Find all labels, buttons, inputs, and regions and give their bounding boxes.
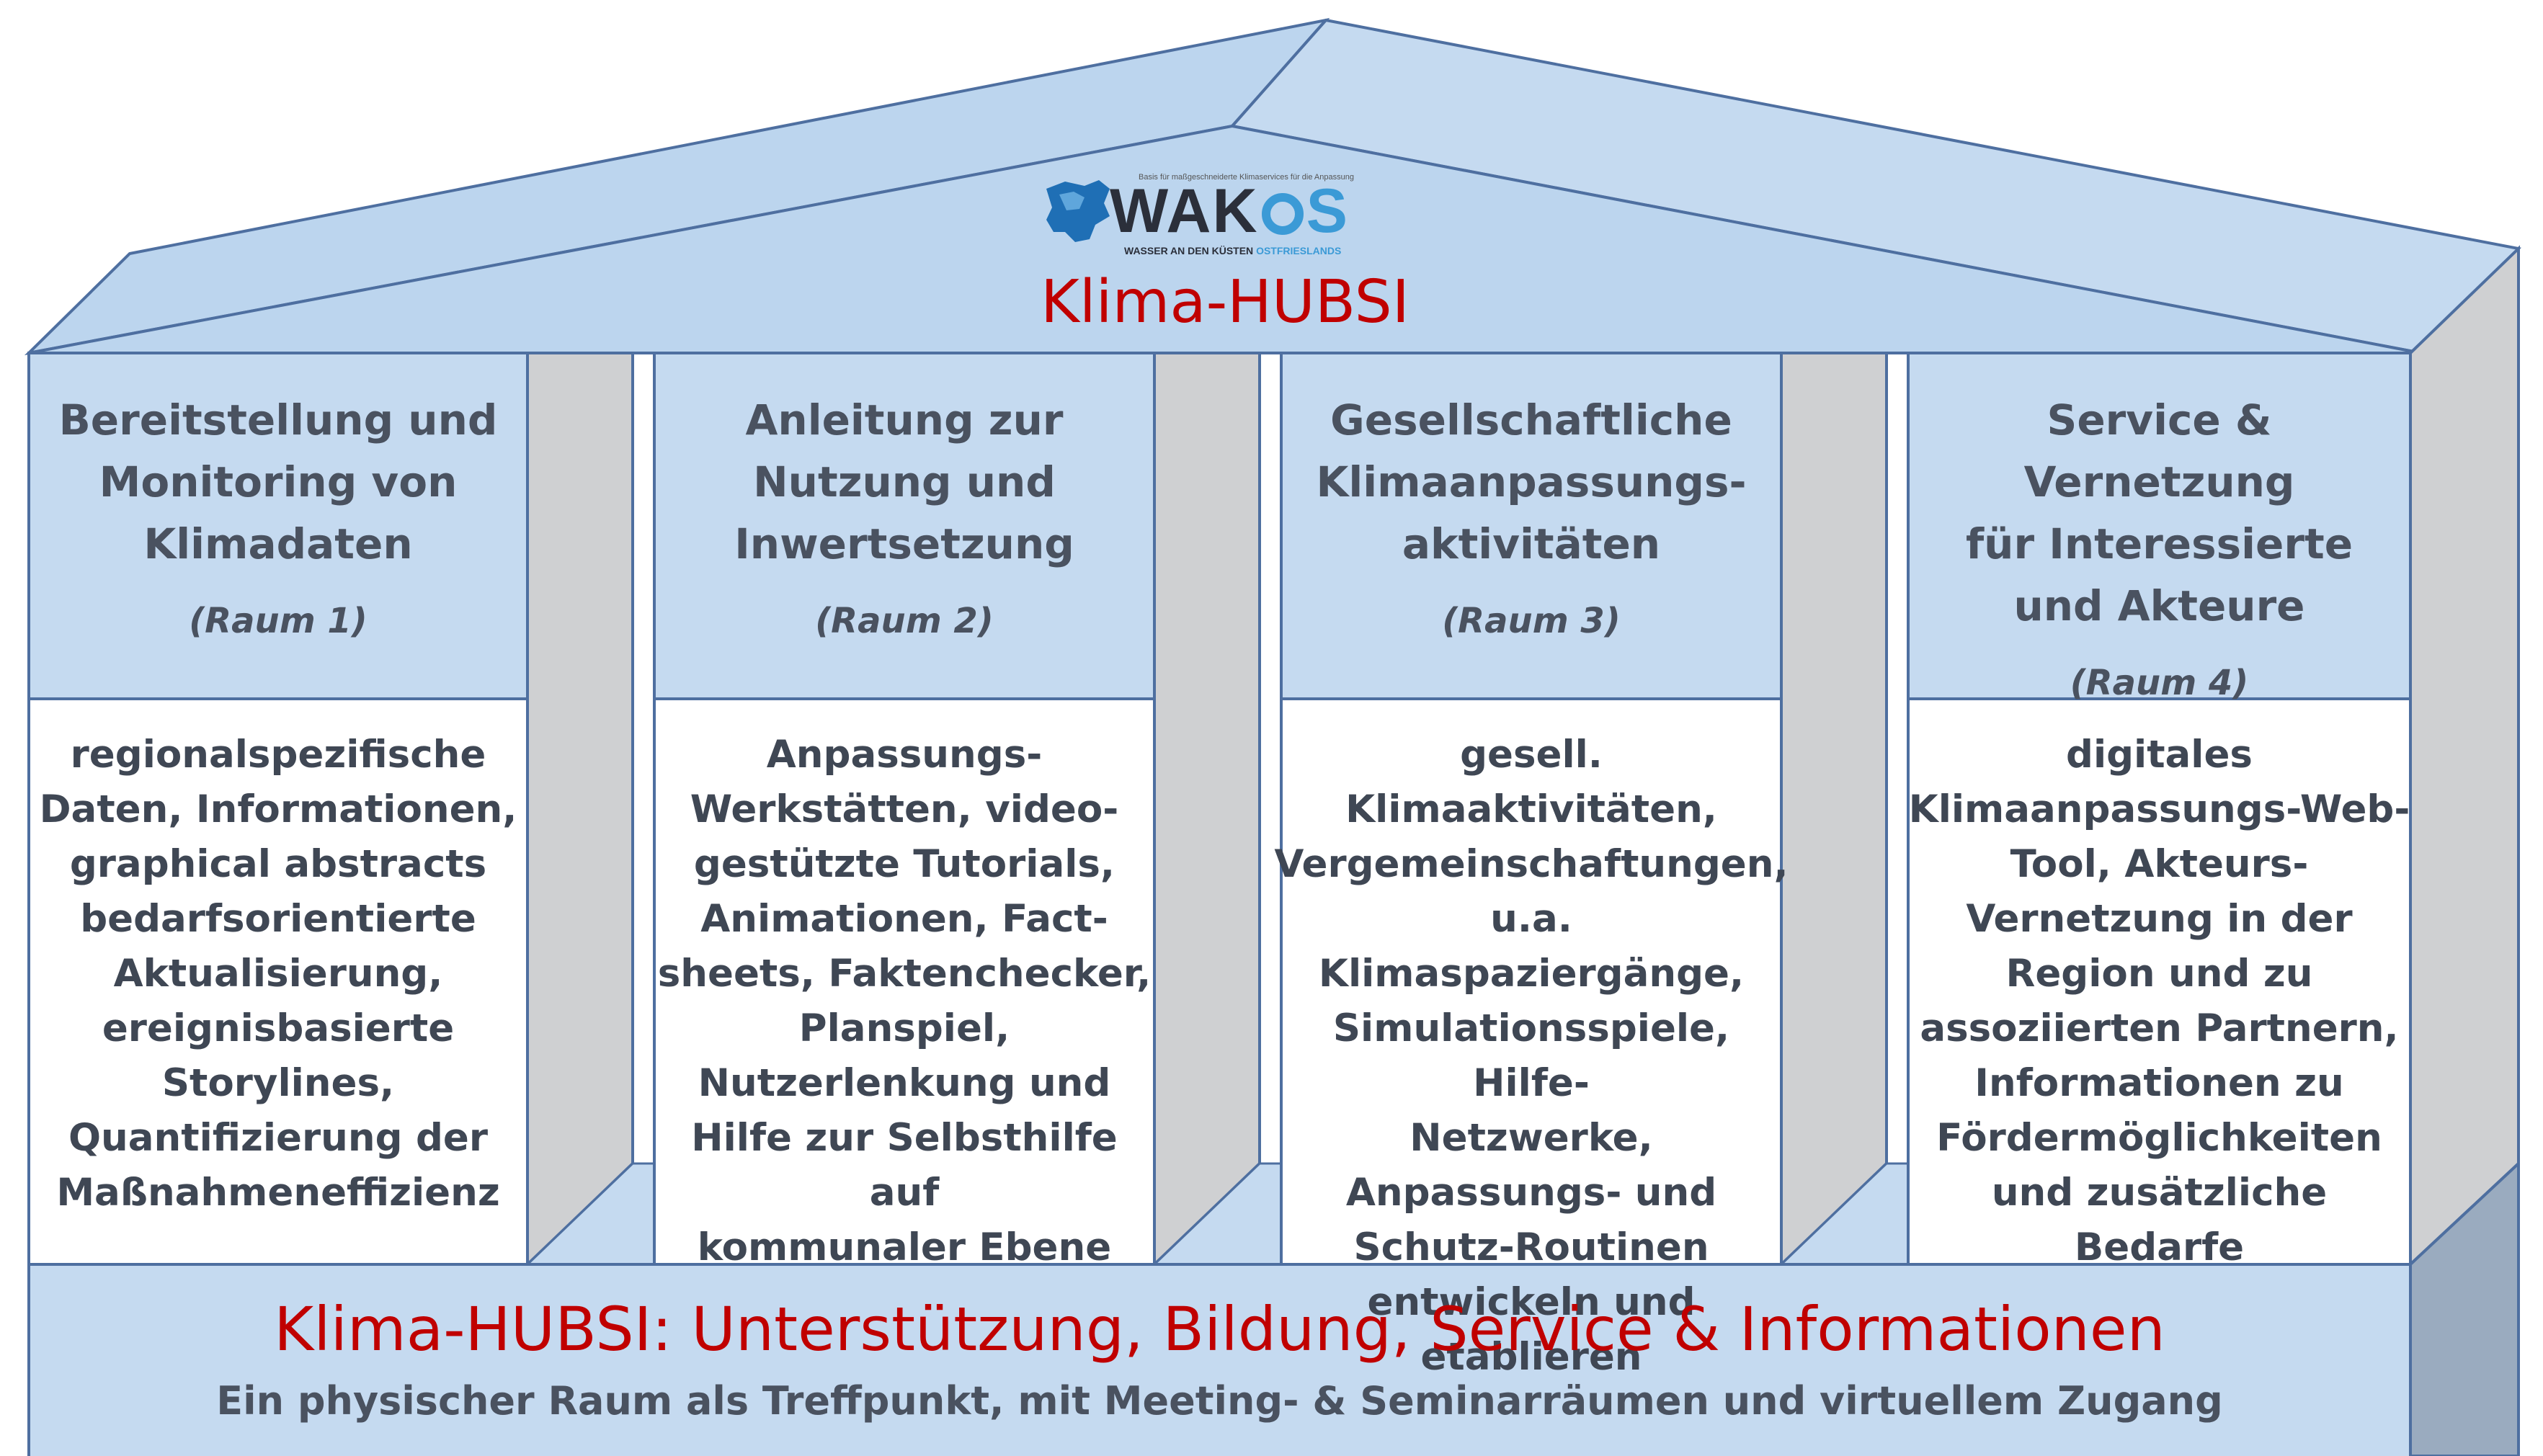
- pillar-1-header: Bereitstellung und Monitoring von Klimad…: [29, 353, 527, 699]
- pillar-1-title: Bereitstellung und Monitoring von Klimad…: [58, 396, 498, 568]
- pillar-3-title: Gesellschaftliche Klimaanpassungs- aktiv…: [1316, 396, 1747, 568]
- gap-side-2: [1153, 352, 1261, 1268]
- gap-side-3: [1780, 352, 1888, 1268]
- pillar-2-room: (Raum 2): [815, 601, 994, 641]
- base-title: Klima-HUBSI: Unterstützung, Bildung, Ser…: [274, 1294, 2165, 1365]
- wakos-logo-mark-icon: [1046, 180, 1110, 242]
- pillar-1-head-bg: [27, 352, 529, 700]
- pillar-3-body-bg: [1280, 697, 1783, 1266]
- pillar-3-body: gesell. Klimaaktivitäten, Vergemeinschaf…: [1274, 699, 1788, 1379]
- pillar-2-head-bg: [653, 352, 1156, 700]
- logo-brand-left: WAK: [1110, 177, 1259, 246]
- pillar-2-title: Anleitung zur Nutzung und Inwertsetzung: [734, 396, 1074, 568]
- logo-brand-right: S: [1306, 177, 1350, 246]
- pillar-2-body-bg: [653, 697, 1156, 1266]
- base-subtitle: Ein physischer Raum als Treffpunkt, mit …: [216, 1378, 2223, 1424]
- pillar-4-header: Service & Vernetzung für Interessierte u…: [1908, 353, 2410, 703]
- logo-tagline-top: Basis für maßgeschneiderte Klimaservices…: [1139, 173, 1354, 182]
- pillar-1-text: regionalspezifische Daten, Informationen…: [39, 733, 517, 1215]
- pillar-4-head-bg: [1907, 352, 2412, 700]
- pillar-4-text: digitales Klimaanpassungs-Web- Tool, Akt…: [1908, 733, 2410, 1269]
- pillar-1-body-bg: [27, 697, 529, 1266]
- pillar-2-body: Anpassungs- Werkstätten, video- gestützt…: [654, 699, 1154, 1269]
- pillar-4-room: (Raum 4): [2070, 663, 2249, 703]
- pillar-3-head-bg: [1280, 352, 1783, 700]
- pillar-4-title: Service & Vernetzung für Interessierte u…: [1965, 396, 2353, 630]
- pillar-2-header: Anleitung zur Nutzung und Inwertsetzung …: [654, 353, 1154, 699]
- base-side: [2409, 1160, 2520, 1456]
- pillar-1-room: (Raum 1): [189, 601, 368, 641]
- wakos-logo: WAK S Basis für maßgeschneiderte Klimaser…: [1110, 173, 1354, 259]
- base-front: [27, 1263, 2412, 1456]
- roof-title: Klima-HUBSI: [1041, 268, 1409, 336]
- building-side-wall: [2409, 245, 2520, 1268]
- logo-tagline-highlight: OSTFRIESLANDS: [1256, 245, 1342, 256]
- pillar-3-header: Gesellschaftliche Klimaanpassungs- aktiv…: [1281, 353, 1781, 699]
- gap-side-1: [526, 352, 634, 1268]
- pillar-2-text: Anpassungs- Werkstätten, video- gestützt…: [657, 733, 1152, 1269]
- pillar-4-body: digitales Klimaanpassungs-Web- Tool, Akt…: [1908, 699, 2410, 1269]
- pillar-3-text: gesell. Klimaaktivitäten, Vergemeinschaf…: [1274, 733, 1789, 1379]
- pillar-3-room: (Raum 3): [1442, 601, 1621, 641]
- pillar-1-body: regionalspezifische Daten, Informationen…: [29, 699, 527, 1264]
- logo-o-ring-icon: [1261, 193, 1304, 235]
- logo-tagline-prefix: WASSER AN DEN KÜSTEN: [1124, 245, 1254, 256]
